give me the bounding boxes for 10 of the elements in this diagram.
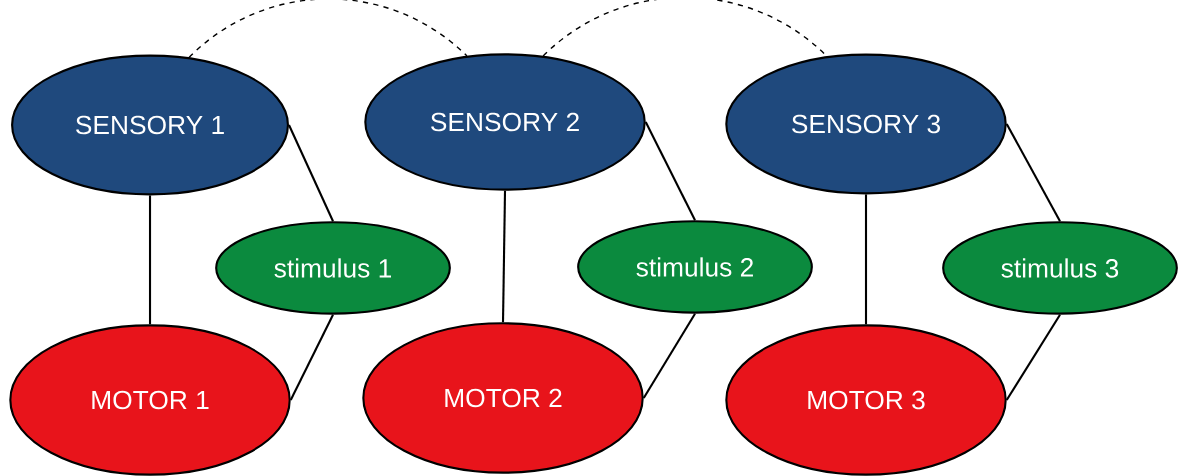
connector-line (1005, 123, 1061, 222)
connector-line (1005, 314, 1061, 401)
dashed-arc (188, 0, 468, 59)
connector-line (288, 124, 334, 222)
connector-line (289, 314, 334, 401)
connector-line (642, 313, 696, 399)
connector-line (148, 195, 152, 325)
connector-line (864, 194, 868, 325)
connector-line (644, 121, 696, 221)
connector-line (501, 190, 507, 323)
